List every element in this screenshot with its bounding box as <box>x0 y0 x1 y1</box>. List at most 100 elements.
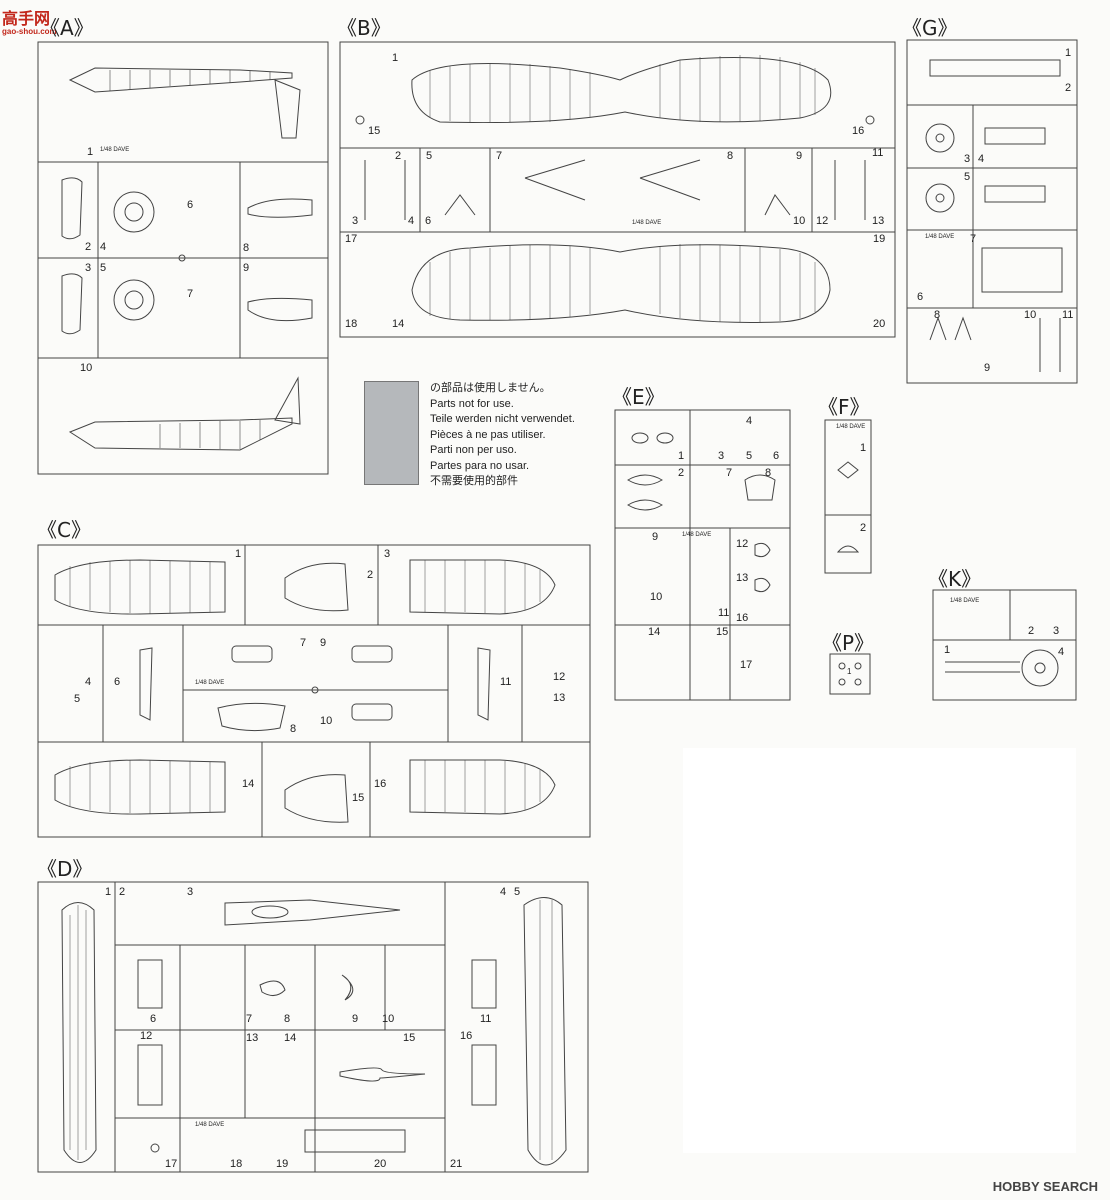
part-number: 12 <box>816 215 829 227</box>
part-number: 6 <box>187 199 194 211</box>
sheet-f-label: 《F》 <box>818 395 870 419</box>
part-number: 1 <box>678 450 685 462</box>
part-number: 17 <box>165 1158 178 1170</box>
notice-line: Teile werden nicht verwendet. <box>430 413 575 425</box>
part-number: 12 <box>140 1030 153 1042</box>
part-number: 3 <box>718 450 725 462</box>
part-number: 4 <box>100 241 107 253</box>
sheet-k-tag: 1/48 DAVE <box>950 598 980 604</box>
sheet-a-runner <box>37 41 329 475</box>
part-number: 2 <box>860 522 867 534</box>
part-number: 9 <box>984 362 991 374</box>
part-number: 13 <box>872 215 885 227</box>
part-number: 11 <box>480 1013 492 1025</box>
part-number: 7 <box>300 637 307 649</box>
logo-text: 高手网 <box>2 11 51 28</box>
sheet-c-tag: 1/48 DAVE <box>195 680 225 686</box>
sheet-g-runner <box>906 39 1078 384</box>
part-number: 6 <box>150 1013 157 1025</box>
part-number: 4 <box>978 153 985 165</box>
part-number: 15 <box>352 792 365 804</box>
notice-line: Parti non per uso. <box>430 444 517 456</box>
part-number: 2 <box>85 241 92 253</box>
part-number: 9 <box>320 637 327 649</box>
part-number: 10 <box>320 715 333 727</box>
part-number: 3 <box>384 548 391 560</box>
logo-site: gao-shou.com <box>2 27 57 36</box>
part-number: 10 <box>650 591 663 603</box>
part-number: 1 <box>1065 47 1072 59</box>
sheet-d-label: 《D》 <box>37 857 93 881</box>
part-number: 2 <box>678 467 685 479</box>
part-number: 3 <box>85 262 92 274</box>
part-number: 8 <box>727 150 734 162</box>
part-number: 4 <box>85 676 92 688</box>
sheet-d-runner <box>37 881 589 1173</box>
part-number: 11 <box>1062 309 1074 321</box>
part-number: 12 <box>553 671 566 683</box>
part-number: 1 <box>944 644 951 656</box>
part-number: 4 <box>1058 646 1065 658</box>
sheet-g-tag: 1/48 DAVE <box>925 234 955 240</box>
part-number: 12 <box>736 538 749 550</box>
sheet-e-tag: 1/48 DAVE <box>682 532 712 538</box>
part-number: 4 <box>408 215 415 227</box>
part-number: 6 <box>114 676 121 688</box>
part-number: 16 <box>736 612 749 624</box>
part-number: 10 <box>382 1013 395 1025</box>
part-number: 2 <box>1028 625 1035 637</box>
part-number: 5 <box>746 450 753 462</box>
part-number: 11 <box>718 607 730 619</box>
part-number: 8 <box>290 723 297 735</box>
part-number: 10 <box>1024 309 1037 321</box>
part-number: 2 <box>367 569 374 581</box>
watermark: HOBBY SEARCH <box>992 1179 1098 1194</box>
sheet-c-runner <box>37 544 591 838</box>
part-number: 9 <box>352 1013 359 1025</box>
part-number: 11 <box>500 676 512 688</box>
part-number: 1 <box>392 52 399 64</box>
part-number: 14 <box>242 778 255 790</box>
part-number: 2 <box>395 150 402 162</box>
part-number: 3 <box>964 153 971 165</box>
notice-line: の部品は使用しません。 <box>430 382 551 394</box>
part-number: 11 <box>872 147 884 159</box>
sheet-a-label: 《A》 <box>40 16 94 40</box>
part-number: 8 <box>765 467 772 479</box>
part-number: 3 <box>187 886 194 898</box>
notice-line: Partes para no usar. <box>430 459 530 472</box>
part-number: 13 <box>553 692 566 704</box>
part-number: 17 <box>345 233 358 245</box>
part-number: 14 <box>284 1032 297 1044</box>
notice-line: Parts not for use. <box>430 397 514 410</box>
part-number: 7 <box>726 467 733 479</box>
part-number: 10 <box>793 215 806 227</box>
part-number: 5 <box>514 886 521 898</box>
notice-line: 不需要使用的部件 <box>430 475 518 487</box>
sheet-e-label: 《E》 <box>612 385 665 409</box>
part-number: 2 <box>119 886 126 898</box>
blank-area <box>683 748 1076 1153</box>
sheet-d-tag: 1/48 DAVE <box>195 1122 225 1128</box>
part-number: 1 <box>235 548 242 560</box>
part-number: 18 <box>345 318 358 330</box>
part-number: 1 <box>860 442 867 454</box>
sheet-b-label: 《B》 <box>337 16 391 40</box>
part-number: 15 <box>716 626 729 638</box>
part-number: 4 <box>746 415 753 427</box>
part-number: 3 <box>352 215 359 227</box>
part-number: 7 <box>187 288 194 300</box>
sheet-p-label: 《P》 <box>822 631 875 655</box>
sheet-a-tag: 1/48 DAVE <box>100 147 130 153</box>
sheet-g-label: 《G》 <box>902 16 958 40</box>
site-logo: 高手网 gao-shou.com <box>2 5 57 36</box>
part-number: 2 <box>1065 82 1072 94</box>
part-number: 5 <box>74 693 81 705</box>
part-number: 7 <box>496 150 503 162</box>
part-number: 20 <box>374 1158 387 1170</box>
part-number: 6 <box>425 215 432 227</box>
part-number: 1 <box>87 146 94 158</box>
part-number: 7 <box>246 1013 253 1025</box>
sheet-b-runner <box>339 41 896 338</box>
part-number: 8 <box>243 242 250 254</box>
